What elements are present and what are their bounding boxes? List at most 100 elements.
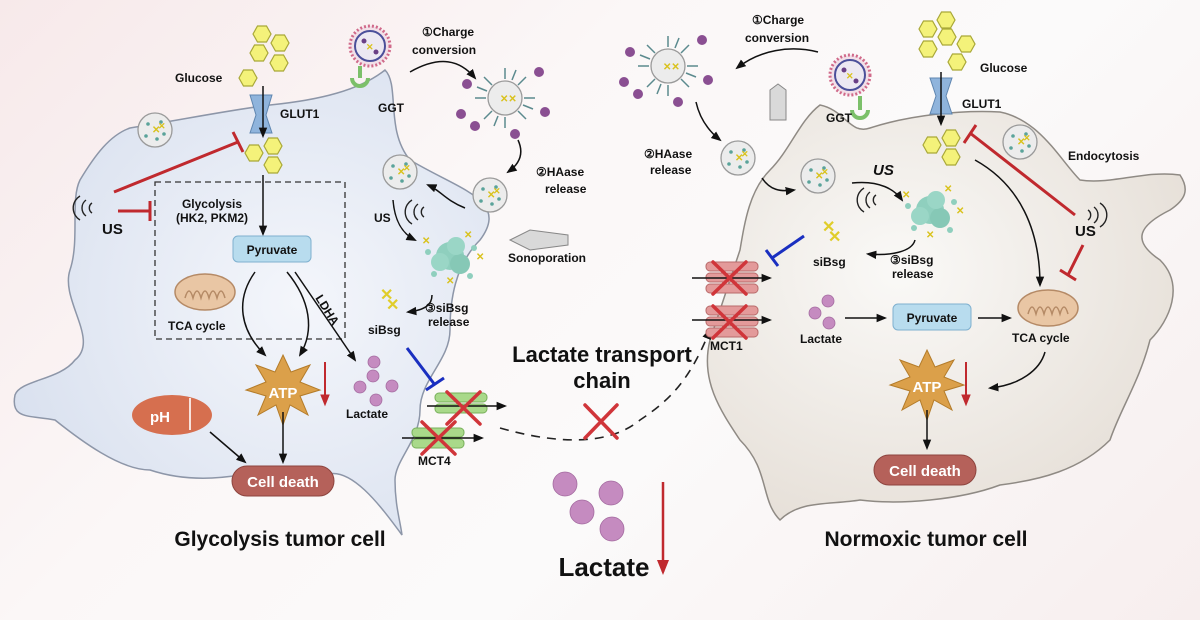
right-cell-title: Normoxic tumor cell — [824, 528, 1027, 551]
ph-label: pH — [150, 409, 170, 426]
us-inhibits-glut1-left — [113, 131, 245, 194]
ph-to-death-arrow — [209, 431, 247, 464]
sibsg-label-left: siBsg — [368, 323, 401, 337]
sibsg-label-right: siBsg — [813, 255, 846, 269]
mct4-blocked-x-1 — [445, 390, 482, 426]
nanoparticle-internalized-right — [800, 158, 836, 194]
ldha-arrow — [294, 271, 357, 362]
lactate-molecules-extracellular — [552, 471, 625, 542]
glucose-molecules-right — [918, 11, 976, 71]
sibsg-release-label-right-1: ③siBsg — [890, 253, 933, 267]
mitochondrion-icon-left — [174, 273, 236, 311]
charged-nanoparticle-right — [618, 34, 714, 108]
ph-oval — [132, 395, 212, 435]
tca-label-left: TCA cycle — [168, 319, 226, 333]
haase-release-arrow-left — [506, 139, 522, 174]
pyruvate-to-atp-arrow-1 — [242, 271, 267, 357]
glycolysis-region-box — [154, 181, 346, 340]
charge-conversion-label-left-2: conversion — [412, 43, 476, 57]
charge-conversion-label-left-1: ①Charge — [422, 25, 474, 39]
mct1-blocked-x-1 — [711, 260, 748, 296]
transport-blocked-x — [583, 403, 619, 440]
us-label-left: US — [102, 221, 123, 238]
ggt-label-right: GGT — [826, 111, 853, 125]
lactate-transport-dashed-path — [499, 327, 711, 441]
nanoparticle-endocytosis-right — [1002, 124, 1038, 160]
haase-release-arrow-right — [695, 101, 722, 142]
sibsg-release-label-left-1: ③siBsg — [425, 301, 468, 315]
lactate-label-extracellular: Lactate — [558, 552, 649, 582]
glucose-label-right: Glucose — [980, 61, 1028, 75]
ggt-label-left: GGT — [378, 101, 405, 115]
sonoporation-label: Sonoporation — [508, 251, 586, 265]
lactate-transport-chain-label-1: Lactate transport — [512, 342, 692, 367]
us-label-left-2: US — [374, 211, 391, 225]
nanoparticle-ggt-left — [348, 24, 392, 68]
us-inhibits-glycolysis-left — [118, 201, 152, 221]
pyruvate-label-left: Pyruvate — [247, 243, 298, 257]
lactate-label-left: Lactate — [346, 407, 388, 421]
haase-label-left-1: ②HAase — [536, 165, 584, 179]
lactate-transport-chain-label-2: chain — [573, 368, 630, 393]
pyruvate-to-atp-arrow-2 — [286, 271, 310, 357]
cell-death-label-right: Cell death — [889, 463, 961, 480]
us-label-right: US — [1075, 223, 1096, 240]
sonoporation-entry-arrow — [426, 184, 466, 209]
glycolysis-label: Glycolysis — [182, 197, 242, 211]
nanoparticle-internalized-left — [382, 154, 418, 190]
us-inhibits-tca-right — [1059, 244, 1085, 282]
glycolysis-enzymes-label: (HK2, PKM2) — [176, 211, 248, 225]
glut1-label-right: GLUT1 — [962, 97, 1002, 111]
sibsg-release-label-right-2: release — [892, 267, 934, 281]
tca-to-atp-arrow — [987, 351, 1046, 392]
us-burst-arrow-right — [851, 181, 904, 202]
glucose-molecules-left — [238, 25, 290, 87]
tca-label-right: TCA cycle — [1012, 331, 1070, 345]
mitochondrion-icon-right — [1017, 289, 1079, 327]
sibsg-release-arrow-right — [865, 239, 916, 259]
glut1-label-left: GLUT1 — [280, 107, 320, 121]
us-burst-arrow-left — [392, 199, 417, 241]
pyruvate-label-right: Pyruvate — [907, 311, 958, 325]
mct4-label: MCT4 — [418, 454, 451, 468]
charge-conversion-arrow-right — [735, 48, 819, 70]
cell-death-box-left — [231, 465, 335, 497]
nanoparticle-ggt-right — [828, 53, 872, 97]
atp-label-right: ATP — [913, 379, 942, 396]
nanoparticle-membrane-left — [137, 112, 173, 148]
sibsg-inhibits-mct1 — [764, 234, 805, 267]
left-cell-title: Glycolysis tumor cell — [174, 528, 385, 551]
sibsg-release-label-left-2: release — [428, 315, 470, 329]
mct4-blocked-x-2 — [420, 420, 457, 456]
us-label-right-2: US — [873, 162, 894, 179]
cell-death-box-right — [873, 454, 977, 486]
lactate-molecules-left — [353, 355, 399, 407]
lactate-label-right: Lactate — [800, 332, 842, 346]
nanoparticle-sonoporation-left — [472, 177, 508, 213]
atp-label-left: ATP — [269, 385, 298, 402]
ultrasound-probe-left — [508, 229, 569, 251]
lactate-molecules-right — [808, 294, 836, 330]
haase-label-right-1: ②HAase — [644, 147, 692, 161]
charge-conversion-arrow-left — [409, 60, 477, 80]
mct1-blocked-x-2 — [711, 304, 748, 340]
glucose-label-left: Glucose — [175, 71, 223, 85]
charged-nanoparticle-left — [455, 66, 551, 140]
sibsg-release-arrow-left — [405, 294, 433, 316]
charge-conversion-label-right-1: ①Charge — [752, 13, 804, 27]
pyruvate-box-right — [892, 303, 972, 331]
ggt-receptor-left — [350, 66, 370, 88]
pyruvate-box-left — [232, 235, 312, 263]
haase-label-right-2: release — [650, 163, 692, 177]
glut1-transporter-left — [249, 94, 273, 134]
charge-conversion-label-right-2: conversion — [745, 31, 809, 45]
us-inhibits-glut1-right — [962, 124, 1076, 217]
ggt-receptor-right — [850, 96, 870, 120]
cell-death-label-left: Cell death — [247, 474, 319, 491]
mct1-label: MCT1 — [710, 339, 743, 353]
sibsg-inhibits-mct4 — [405, 347, 445, 392]
nanoparticle-sonoporation-right — [720, 140, 756, 176]
endocytosis-label: Endocytosis — [1068, 149, 1140, 163]
haase-label-left-2: release — [545, 182, 587, 196]
